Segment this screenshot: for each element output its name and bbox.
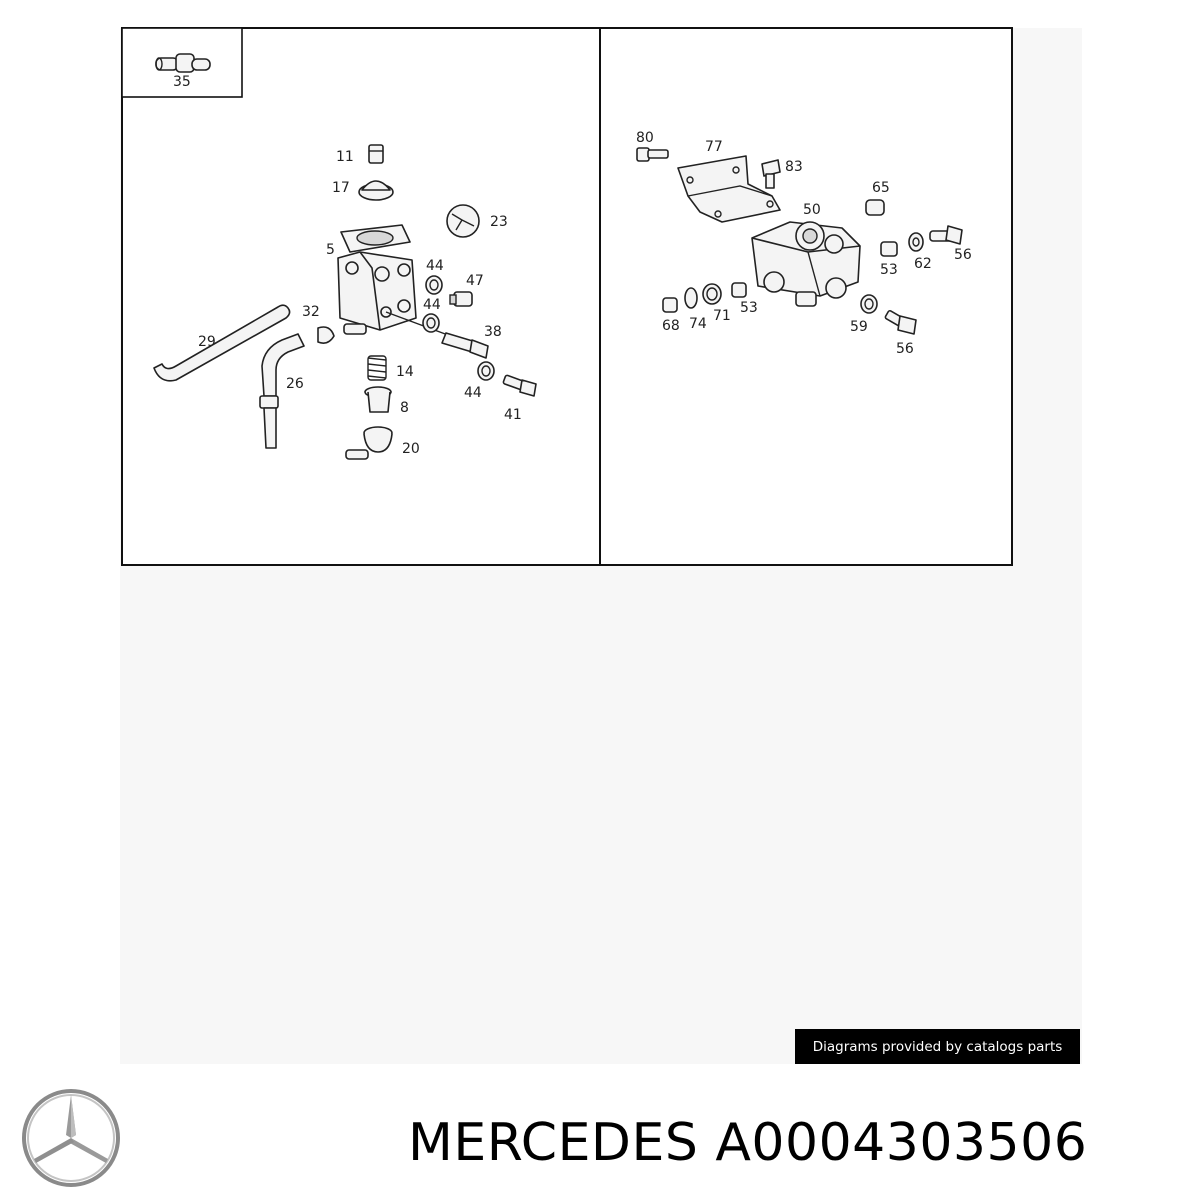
callout-26: 26 <box>286 376 304 392</box>
part-35-elbow-fitting <box>155 53 211 73</box>
part-17-cap <box>358 180 394 201</box>
diagram-credit-banner: Diagrams provided by catalogs parts <box>795 1029 1080 1064</box>
callout-20: 20 <box>402 441 420 457</box>
callout-71: 71 <box>713 308 731 324</box>
callout-59: 59 <box>850 319 868 335</box>
part-65-plug <box>865 199 885 216</box>
part-44-washer-c <box>477 361 495 381</box>
callout-65: 65 <box>872 180 890 196</box>
callout-44: 44 <box>464 385 482 401</box>
callout-62: 62 <box>914 256 932 272</box>
part-68-plug <box>662 297 678 313</box>
callout-8: 8 <box>400 400 409 416</box>
part-38-banjo-bolt <box>441 332 489 359</box>
part-56-banjo-b <box>884 309 917 335</box>
part-44-washer-b <box>422 313 440 333</box>
part-20-elbow <box>345 426 393 460</box>
callout-44: 44 <box>423 297 441 313</box>
callout-68: 68 <box>662 318 680 334</box>
part-83-bolt <box>761 159 781 189</box>
part-14-spring <box>367 355 387 381</box>
callout-77: 77 <box>705 139 723 155</box>
part-47-plug <box>449 291 473 307</box>
credit-text: Diagrams provided by catalogs parts <box>812 1038 1063 1055</box>
part-80-bolt <box>636 147 669 162</box>
callout-41: 41 <box>504 407 522 423</box>
part-53-fitting-b <box>731 282 747 298</box>
callout-5: 5 <box>326 242 335 258</box>
callout-35: 35 <box>173 74 191 90</box>
callout-14: 14 <box>396 364 414 380</box>
callout-74: 74 <box>689 316 707 332</box>
callout-38: 38 <box>484 324 502 340</box>
callout-17: 17 <box>332 180 350 196</box>
callout-56: 56 <box>896 341 914 357</box>
part-62-washer <box>908 232 924 252</box>
callout-53: 53 <box>740 300 758 316</box>
part-11-plug <box>368 144 384 164</box>
part-number-title: MERCEDES A0004303506 <box>408 1113 1088 1173</box>
callout-32: 32 <box>302 304 320 320</box>
part-5-pump-body <box>337 224 457 339</box>
callout-80: 80 <box>636 130 654 146</box>
part-74-washer <box>684 287 698 309</box>
callout-44: 44 <box>426 258 444 274</box>
part-26-pipe <box>259 333 305 449</box>
callout-11: 11 <box>336 149 354 165</box>
part-32-clip <box>317 326 335 344</box>
callout-23: 23 <box>490 214 508 230</box>
callout-53: 53 <box>880 262 898 278</box>
part-50-valve-body <box>751 221 861 307</box>
mercedes-star-icon <box>22 1089 120 1187</box>
part-nozzle <box>343 323 367 335</box>
callout-29: 29 <box>198 334 216 350</box>
part-59-washer <box>860 294 878 314</box>
part-8-sleeve <box>364 386 392 413</box>
part-29-hose <box>153 304 291 382</box>
part-71-spring <box>702 283 722 305</box>
part-53-fitting-a <box>880 241 898 257</box>
callout-47: 47 <box>466 273 484 289</box>
part-44-washer-a <box>425 275 443 295</box>
callout-83: 83 <box>785 159 803 175</box>
part-41-bolt <box>502 374 537 397</box>
callout-56: 56 <box>954 247 972 263</box>
callout-50: 50 <box>803 202 821 218</box>
part-23-wrench-symbol <box>446 204 480 238</box>
part-56-banjo-a <box>929 225 963 245</box>
part-77-bracket <box>677 155 781 223</box>
